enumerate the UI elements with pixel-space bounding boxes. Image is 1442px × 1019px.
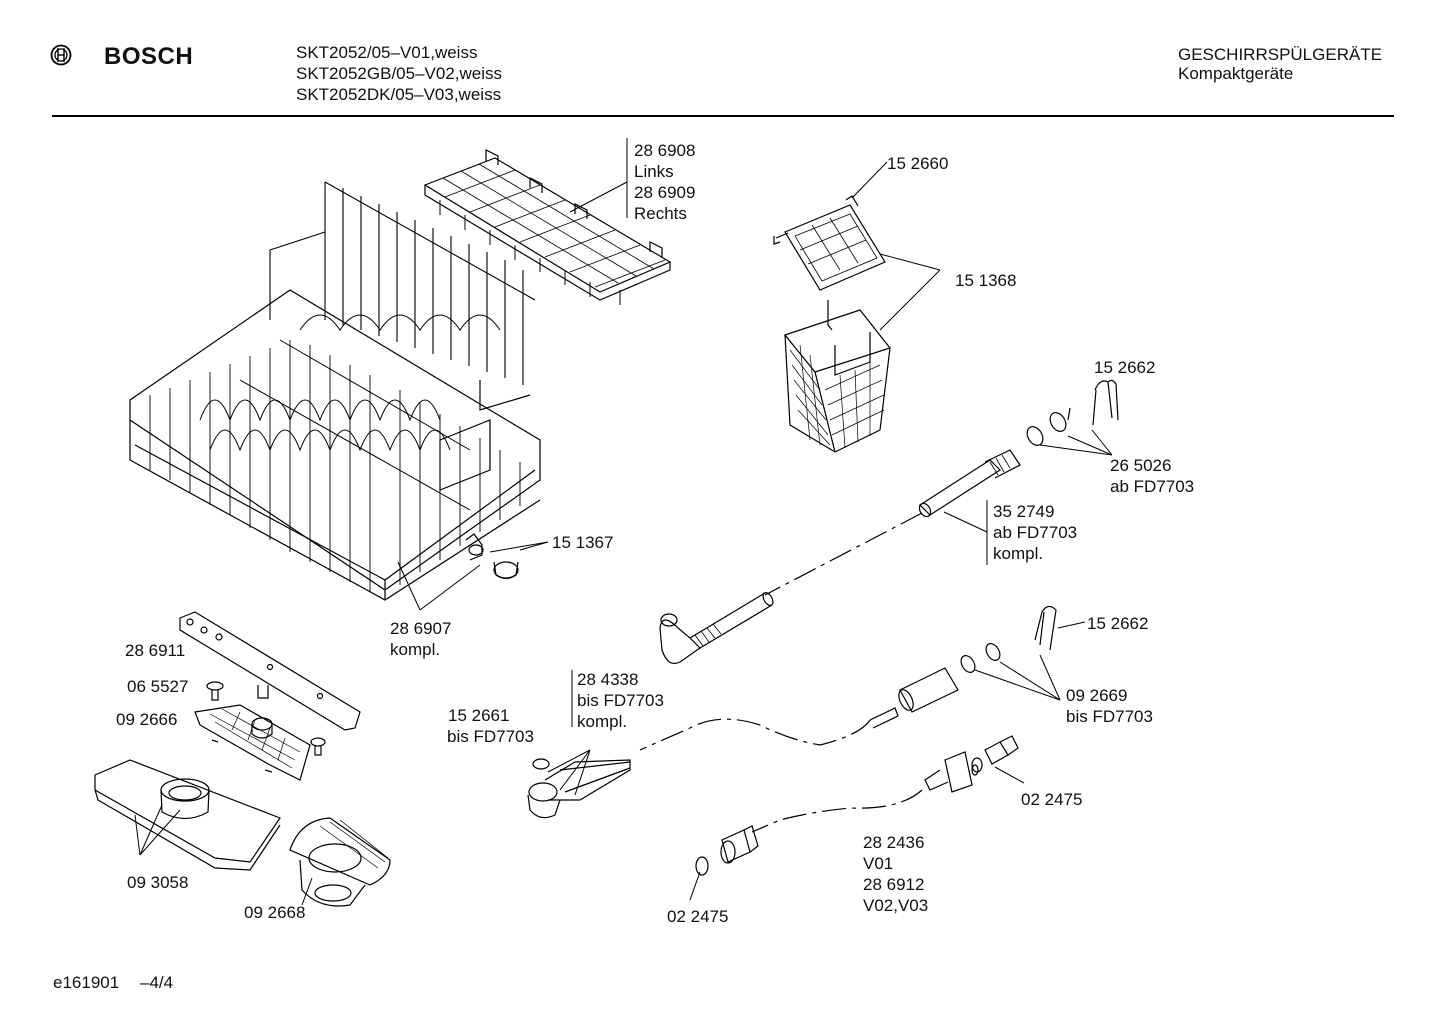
part-number-286912: 28 6912: [863, 875, 925, 894]
brand-name: BOSCH: [104, 43, 194, 70]
union-nut-drawing: [695, 825, 759, 876]
cutlery-basket-drawing: [783, 300, 892, 453]
filter-cover-drawing: [194, 704, 311, 781]
part-number-152661: 15 2661: [448, 706, 510, 725]
part-note-links: Links: [634, 162, 674, 181]
hose-path-line-3: [751, 789, 923, 833]
rail-stopper-drawing: [465, 533, 519, 580]
part-number-092669: 09 2669: [1066, 686, 1128, 705]
part-note-bis-fd7703-2: bis FD7703: [447, 727, 534, 746]
part-number-151367: 15 1367: [552, 533, 614, 552]
part-number-282436: 28 2436: [863, 833, 925, 852]
part-number-092666: 09 2666: [116, 710, 178, 729]
header-divider: [52, 115, 1394, 117]
leader-lines: [134, 138, 1113, 906]
model-line-1: SKT2052/05–V01,weiss: [296, 43, 478, 62]
category-subtitle: Kompaktgeräte: [1178, 64, 1294, 83]
part-number-286911: 28 6911: [125, 641, 186, 660]
sump-tray-drawing: [94, 759, 281, 871]
part-note-kompl-1: kompl.: [993, 544, 1044, 563]
hose-path-line: [764, 512, 923, 596]
category-title: GESCHIRRSPÜLGERÄTE: [1178, 45, 1383, 64]
part-number-286908: 28 6908: [634, 141, 696, 160]
spray-arm-drawing: [179, 611, 361, 731]
hose-connector-drawing: [527, 758, 631, 819]
inlet-hose-drawing: [869, 605, 1057, 729]
bosch-logo-icon: [50, 44, 72, 66]
screw-drawing: [206, 681, 326, 756]
part-number-286909: 28 6909: [634, 183, 696, 202]
part-number-093058: 09 3058: [127, 873, 189, 892]
part-number-152662-lower: 15 2662: [1087, 614, 1149, 633]
part-note-kompl-2: kompl.: [390, 640, 441, 659]
hose-path-line-2: [639, 718, 871, 751]
part-number-151368: 15 1368: [955, 271, 1017, 290]
model-line-2: SKT2052GB/05–V02,weiss: [296, 64, 503, 83]
page-indicator: –4/4: [140, 973, 174, 992]
model-line-3: SKT2052DK/05–V03,weiss: [296, 85, 502, 104]
cup-shelf-drawing: [423, 149, 672, 305]
part-number-065527: 06 5527: [127, 677, 189, 696]
part-note-ab-fd7703-2: ab FD7703: [993, 523, 1078, 542]
drain-hose-upper-drawing: [918, 379, 1119, 518]
part-number-265026: 26 5026: [1110, 456, 1172, 475]
threaded-fitting-drawing: [924, 735, 1019, 793]
part-note-bis-fd7703-1: bis FD7703: [577, 691, 664, 710]
part-note-kompl-3: kompl.: [577, 712, 628, 731]
filter-cup-drawing: [289, 817, 391, 907]
part-number-152660: 15 2660: [887, 154, 949, 173]
drain-hose-bend-drawing: [659, 592, 774, 665]
part-number-022475-right: 02 2475: [1021, 790, 1083, 809]
lower-basket-drawing: [129, 181, 541, 601]
part-number-286907: 28 6907: [390, 619, 452, 638]
part-note-v02-v03: V02,V03: [863, 896, 929, 915]
part-number-022475-bottom: 02 2475: [667, 907, 729, 926]
cutlery-basket-lid-drawing: [773, 195, 886, 291]
part-number-284338: 28 4338: [577, 670, 639, 689]
part-note-bis-fd7703-3: bis FD7703: [1066, 707, 1153, 726]
part-number-092668: 09 2668: [244, 903, 306, 922]
document-id: e161901: [53, 973, 120, 992]
part-note-v01: V01: [863, 854, 894, 873]
part-note-rechts: Rechts: [634, 204, 687, 223]
part-number-352749: 35 2749: [993, 502, 1055, 521]
part-number-152662-upper: 15 2662: [1094, 358, 1156, 377]
part-note-ab-fd7703-1: ab FD7703: [1110, 477, 1195, 496]
